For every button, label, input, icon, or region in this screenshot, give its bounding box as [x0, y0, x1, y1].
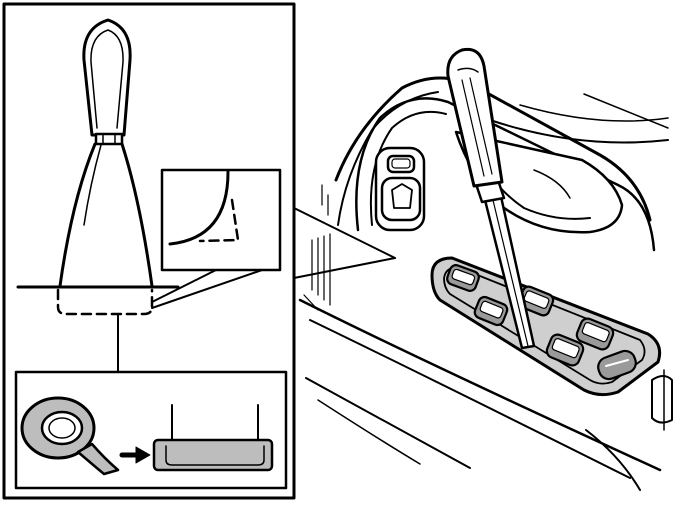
- arrow-icon: [119, 446, 151, 464]
- tape-roll: [20, 396, 120, 476]
- mirror-switch: [374, 146, 426, 232]
- hidden-lever-end: [56, 288, 154, 316]
- window-switch-front-right: [473, 295, 509, 327]
- lever-handle: [82, 18, 132, 146]
- tape-step-box: [14, 370, 288, 490]
- window-switch-rear-left: [517, 285, 555, 317]
- taped-lever-end: [152, 404, 274, 472]
- corner-detail: [151, 168, 282, 309]
- lever-boot: [58, 142, 154, 288]
- window-lock-switch: [597, 349, 637, 381]
- window-switch-front-left: [446, 264, 480, 292]
- window-switch-panel: [430, 256, 662, 397]
- magnify-wedge: [293, 207, 396, 279]
- screwdriver: [446, 47, 536, 350]
- window-switch-rear-right: [545, 333, 585, 367]
- window-switch-extra: [575, 317, 615, 351]
